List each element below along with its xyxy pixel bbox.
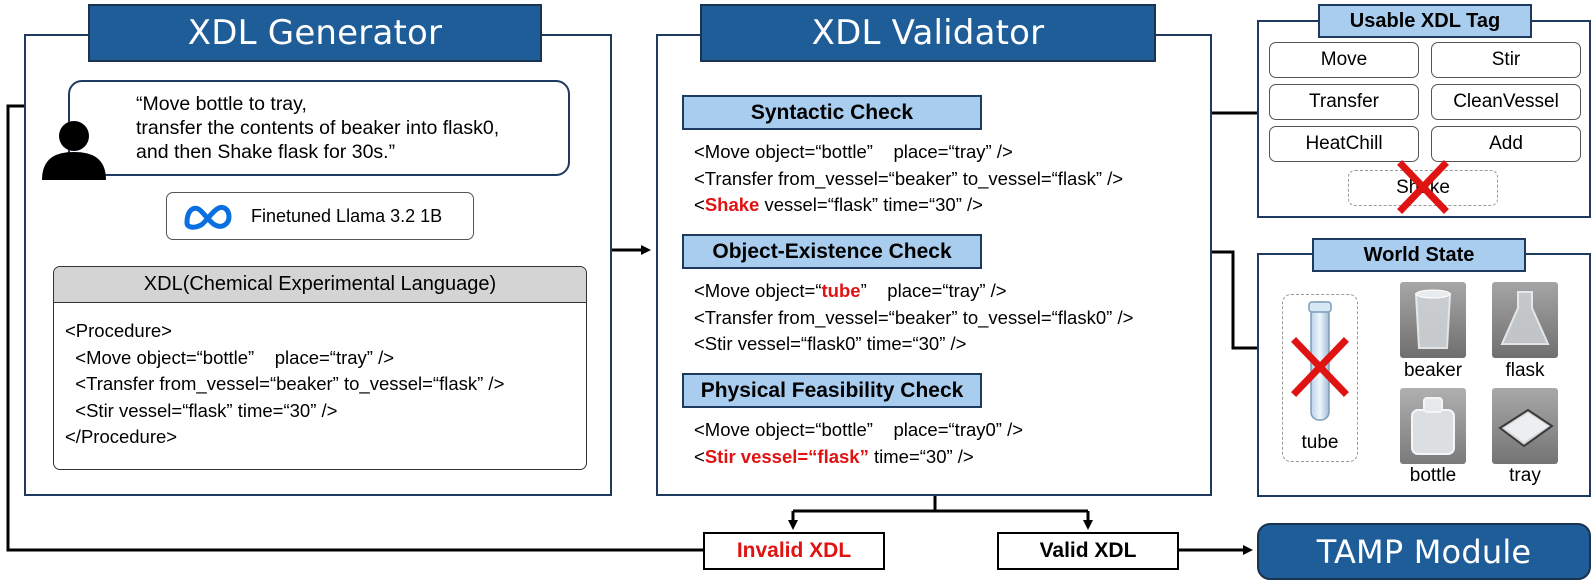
error-token: Stir vessel=“flask” [704,445,869,467]
xdl-box: XDL(Chemical Experimental Language) <Pro… [53,266,587,470]
object-label-beaker: beaker [1403,360,1463,381]
prompt-line-2: transfer the contents of beaker into fla… [136,117,500,139]
tamp-module: TAMP Module [1257,523,1591,580]
check-line: <Move object=“bottle” place=“tray” /> [694,139,1123,166]
tag-move: Move [1269,42,1419,78]
user-icon [42,121,106,180]
tag-transfer: Transfer [1269,84,1419,120]
validator-title: XDL Validator [700,4,1156,62]
tray-icon [1492,388,1558,464]
xdl-line: <Transfer from_vessel=“beaker” to_vessel… [65,373,505,394]
object-label-flask: flask [1505,360,1545,381]
reject-x-icon [1397,160,1449,214]
xdl-line: <Stir vessel=“flask” time=“30” /> [65,399,338,421]
syntactic-check-lines: <Move object=“bottle” place=“tray” /> <T… [694,139,1123,219]
object-existence-check-title: Object-Existence Check [682,234,982,269]
model-label: Finetuned Llama 3.2 1B [251,205,443,226]
flask-icon [1492,282,1558,358]
code-token: < [694,445,705,467]
xdl-line: <Procedure> [65,320,172,341]
physical-feasibility-check-title: Physical Feasibility Check [682,373,982,408]
invalid-xdl-box: Invalid XDL [703,532,885,570]
code-token: time=“30” /> [868,445,974,467]
check-line: <Stir vessel=“flask” time=“30” /> [694,444,1023,471]
xdl-line: </Procedure> [65,426,178,447]
code-token: <Move object=“bottle” place=“tray0” /> [694,419,1024,440]
meta-logo-icon [184,204,232,230]
physical-feasibility-check-lines: <Move object=“bottle” place=“tray0” /> <… [694,417,1023,470]
syntactic-check-title: Syntactic Check [682,95,982,130]
world-state-title: World State [1312,238,1526,272]
error-token: Shake [704,194,760,215]
check-line: <Shake vessel=“flask” time=“30” /> [694,192,1123,219]
code-token: <Transfer from_vessel=“beaker” to_vessel… [694,167,1124,189]
check-line: <Move object=“bottle” place=“tray0” /> [694,417,1023,444]
tag-cleanvessel: CleanVessel [1431,84,1581,120]
check-line: <Move object=“tube” place=“tray” /> [694,278,1133,305]
object-label-tray: tray [1509,465,1541,486]
code-token: vessel=“flask” time=“30” /> [759,194,983,215]
code-token: <Move object=“bottle” place=“tray” /> [694,141,1013,162]
tag-heatchill: HeatChill [1269,126,1419,162]
object-existence-check-lines: <Move object=“tube” place=“tray” /> <Tra… [694,278,1133,358]
code-token: < [694,194,705,215]
object-label-bottle: bottle [1409,465,1457,486]
code-token: <Move object=“ [694,280,822,301]
tag-stir: Stir [1431,42,1581,78]
code-token: ” place=“tray” /> [860,280,1007,301]
check-line: <Stir vessel=“flask0” time=“30” /> [694,331,1133,358]
usable-tags-title: Usable XDL Tag [1318,4,1532,38]
check-line: <Transfer from_vessel=“beaker” to_vessel… [694,166,1123,193]
generator-title: XDL Generator [88,4,542,62]
tag-add: Add [1431,126,1581,162]
prompt-line-3: and then Shake flask for 30s.” [136,141,396,163]
bottle-icon [1400,388,1466,464]
beaker-icon [1400,282,1466,358]
prompt-line-1: “Move bottle to tray, [136,93,307,115]
xdl-line: <Move object=“bottle” place=“tray” /> [65,346,395,368]
prompt-bubble: “Move bottle to tray, transfer the conte… [68,80,570,176]
xdl-box-title: XDL(Chemical Experimental Language) [54,267,586,303]
model-box: Finetuned Llama 3.2 1B [166,192,474,240]
check-line: <Transfer from_vessel=“beaker” to_vessel… [694,305,1133,332]
object-label-tube: tube [1301,432,1339,453]
code-token: <Stir vessel=“flask0” time=“30” /> [694,333,967,354]
missing-object-tube [1282,294,1358,462]
missing-x-icon [1291,337,1349,397]
code-token: <Transfer from_vessel=“beaker” to_vessel… [694,306,1134,328]
valid-xdl-box: Valid XDL [997,532,1179,570]
error-token: tube [821,280,861,301]
